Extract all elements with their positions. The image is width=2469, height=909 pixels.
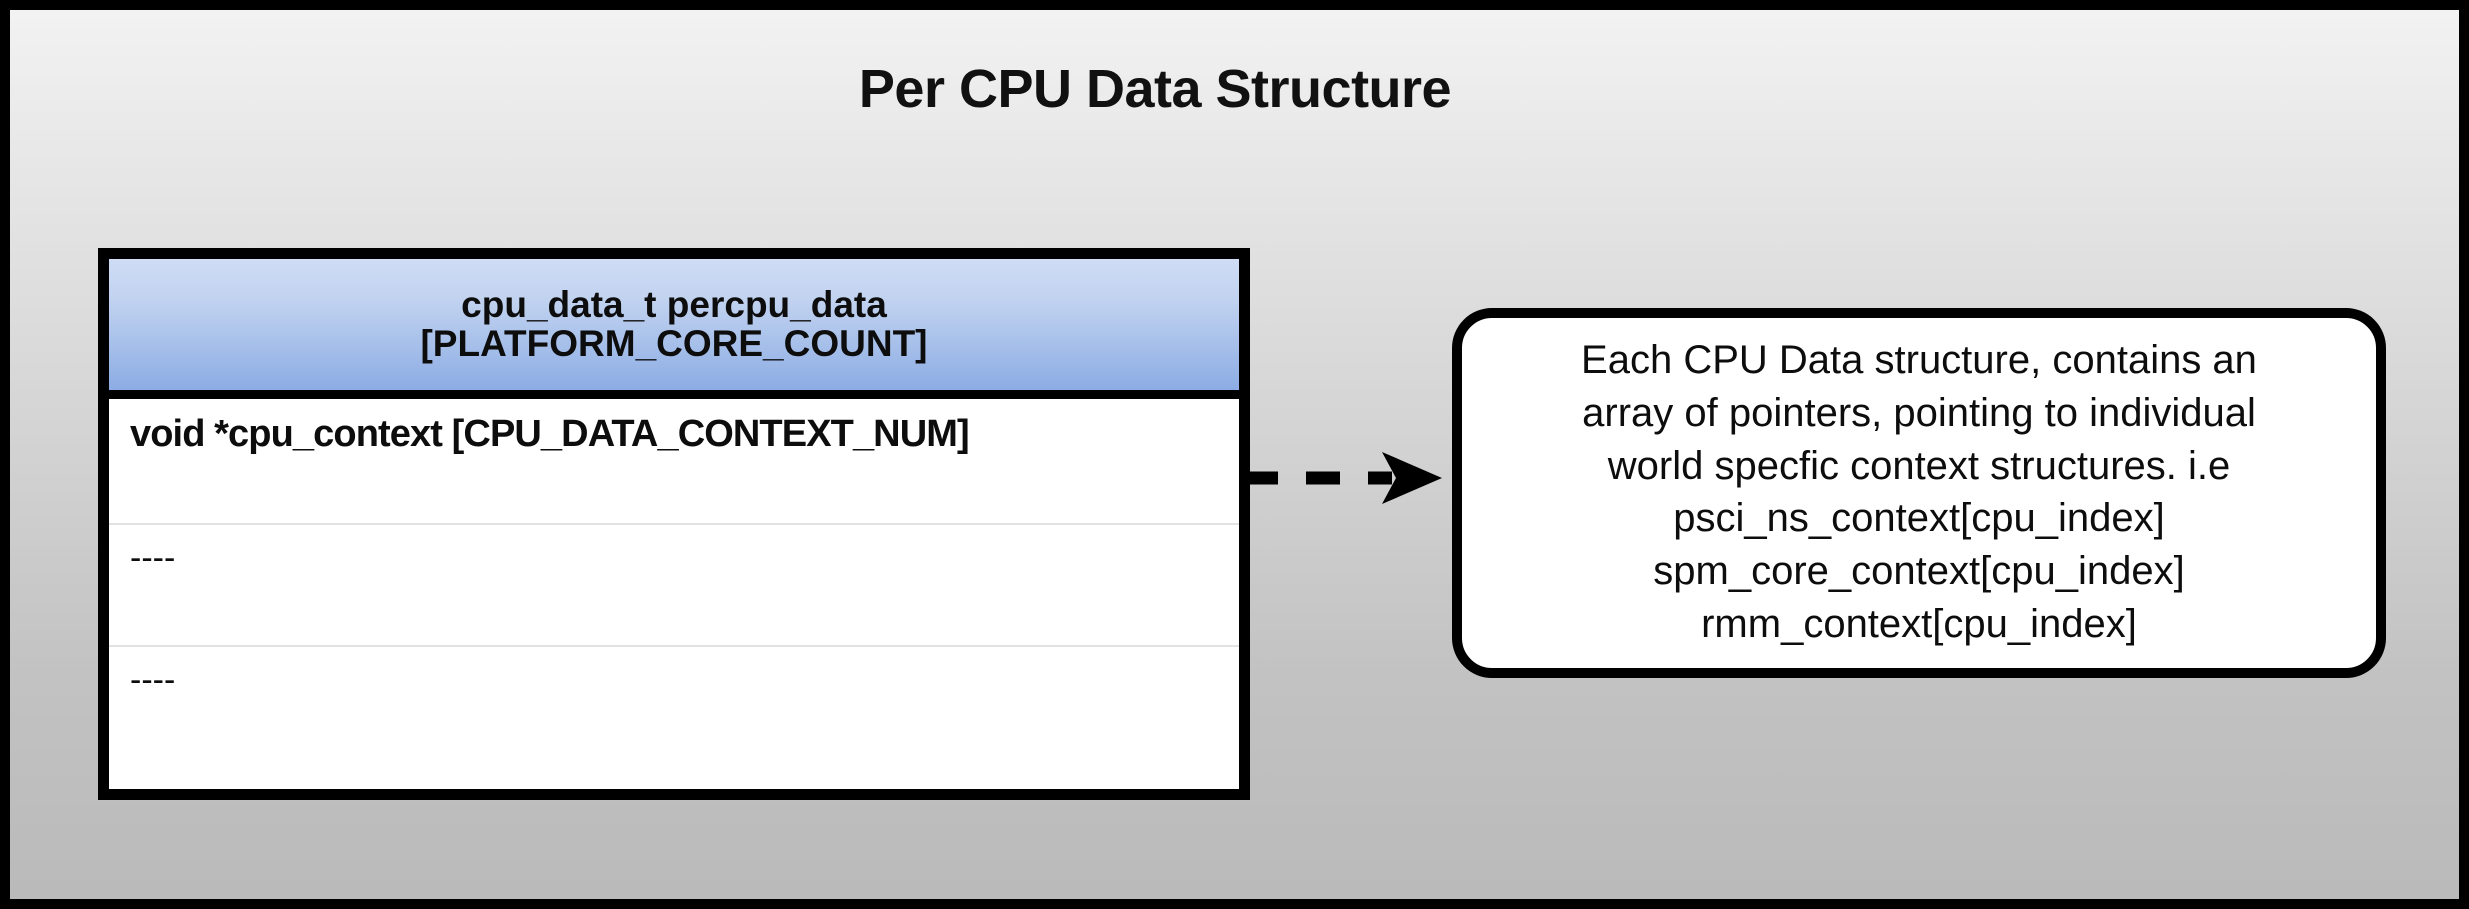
page-title: Per CPU Data Structure: [858, 59, 1452, 119]
struct-header-line-1: cpu_data_t percpu_data: [461, 283, 887, 325]
callout-note-line: rmm_context[cpu_index]: [1701, 601, 2137, 646]
arrowhead: [1382, 452, 1442, 504]
struct-field-row: ----: [109, 647, 1239, 778]
dashed-arrow-right-icon: [1242, 450, 1452, 506]
callout-note-line: world specfic context structures. i.e: [1607, 443, 2231, 488]
callout-note-line: psci_ns_context[cpu_index]: [1673, 496, 2165, 541]
struct-header: cpu_data_t percpu_data [PLATFORM_CORE_CO…: [109, 259, 1239, 399]
per-cpu-data-struct-box: cpu_data_t percpu_data [PLATFORM_CORE_CO…: [98, 248, 1250, 800]
callout-note-box: Each CPU Data structure, contains an arr…: [1452, 308, 2386, 678]
struct-field-row: void *cpu_context [CPU_DATA_CONTEXT_NUM]: [109, 399, 1239, 525]
struct-field-label: ----: [130, 539, 176, 577]
struct-header-line-2: [PLATFORM_CORE_COUNT]: [420, 322, 928, 364]
callout-note-line: spm_core_context[cpu_index]: [1653, 549, 2185, 594]
callout-note-line: array of pointers, pointing to individua…: [1582, 390, 2256, 435]
struct-field-label: void *cpu_context [CPU_DATA_CONTEXT_NUM]: [130, 413, 970, 455]
struct-field-row: ----: [109, 525, 1239, 647]
callout-note-line: Each CPU Data structure, contains an: [1581, 338, 2257, 382]
struct-field-label: ----: [130, 661, 176, 699]
